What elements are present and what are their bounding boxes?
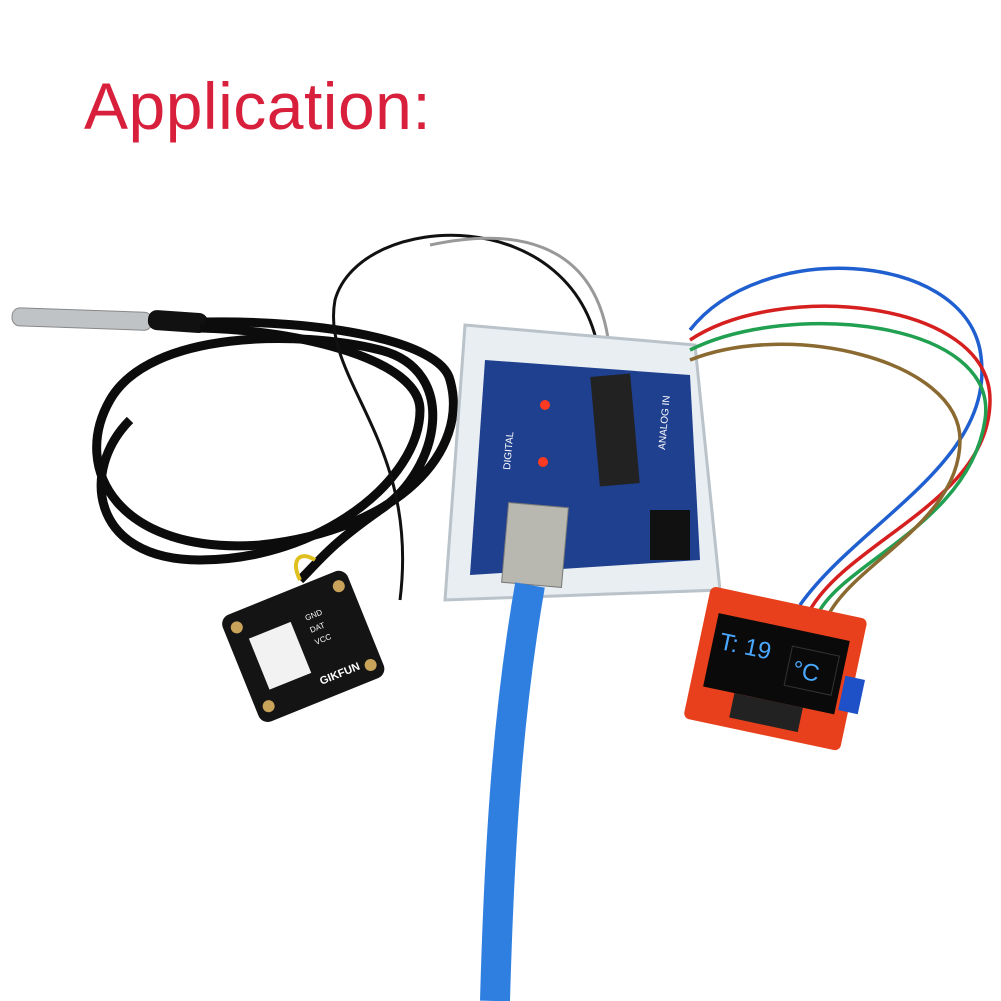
sensor-board: GND DAT VCC GIKFUN [222,570,385,722]
usb-cable [480,501,569,1001]
probe-cable [92,317,458,584]
page-title: Application: [84,69,432,143]
oled-display: T: 19 °C [684,587,867,751]
oled-unit: °C [790,656,822,688]
jumper-wires-sensor [332,233,612,601]
analog-label: ANALOG IN [657,395,673,450]
jumper-wires-oled [688,266,992,613]
arduino-board: DIGITAL ANALOG IN [443,323,722,602]
temperature-probe [11,307,208,334]
digital-label: DIGITAL [502,431,516,470]
